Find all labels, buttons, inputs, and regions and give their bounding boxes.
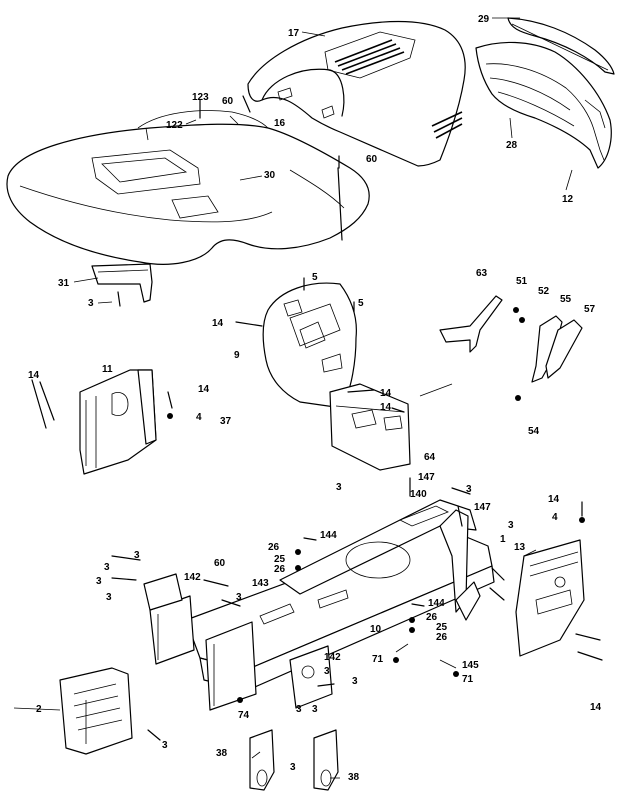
callout-122: 122 [166,120,183,131]
hitch-brackets-part [249,729,339,791]
bumper-part [507,17,615,75]
callout-12: 12 [562,194,574,205]
callout-64: 64 [424,452,436,463]
callout-147: 147 [474,502,491,513]
callout-147: 147 [418,472,435,483]
dash-panel-part [262,282,357,409]
callout-3: 3 [508,520,514,531]
callout-14: 14 [380,402,392,413]
callout-labels: 17 29 123 60 122 16 28 60 30 12 31 3 5 5… [28,14,602,783]
callout-142: 142 [184,572,201,583]
callout-3: 3 [88,298,94,309]
callout-60: 60 [222,96,234,107]
battery-bracket-part [329,383,411,471]
callout-9: 9 [234,350,240,361]
callout-14: 14 [380,388,392,399]
side-panel-left-part [79,369,157,475]
callout-57: 57 [584,304,596,315]
hood-part [247,20,466,167]
callout-143: 143 [252,578,269,589]
callout-14: 14 [212,318,224,329]
callout-37: 37 [220,416,232,427]
callout-51: 51 [516,276,528,287]
callout-14: 14 [28,370,40,381]
callout-4: 4 [196,412,202,423]
callout-5: 5 [312,272,318,283]
callout-3: 3 [312,704,318,715]
callout-17: 17 [288,28,300,39]
callout-25: 25 [436,622,448,633]
callout-3: 3 [134,550,140,561]
callout-31: 31 [58,278,70,289]
callout-123: 123 [192,92,209,103]
callout-145: 145 [462,660,479,671]
callout-3: 3 [336,482,342,493]
callout-3: 3 [236,592,242,603]
callout-14: 14 [548,494,560,505]
callout-60: 60 [366,154,378,165]
callout-3: 3 [296,704,302,715]
callout-144: 144 [428,598,445,609]
callout-60: 60 [214,558,226,569]
callout-26: 26 [436,632,448,643]
mount-bracket-part [91,263,153,303]
callout-3: 3 [162,740,168,751]
callout-3: 3 [290,762,296,773]
callout-3: 3 [106,592,112,603]
callout-3: 3 [96,576,102,587]
fasteners [31,95,603,741]
washers [167,307,585,703]
callout-74: 74 [238,710,250,721]
callout-26: 26 [426,612,438,623]
callout-25: 25 [274,554,286,565]
callout-140: 140 [410,489,427,500]
callout-52: 52 [538,286,550,297]
callout-144: 144 [320,530,337,541]
callout-1: 1 [500,534,506,545]
fender-part [6,110,370,265]
callout-4: 4 [552,512,558,523]
callout-3: 3 [466,484,472,495]
callout-54: 54 [528,426,540,437]
rear-plates-part [143,573,333,711]
side-brackets-part [439,295,583,383]
callout-29: 29 [478,14,490,25]
rear-plate-part [59,667,133,755]
leader-lines [13,17,573,779]
callout-71: 71 [462,674,474,685]
callout-71: 71 [372,654,384,665]
callout-28: 28 [506,140,518,151]
callout-38: 38 [216,748,228,759]
callout-13: 13 [514,542,526,553]
callout-63: 63 [476,268,488,279]
callout-3: 3 [104,562,110,573]
callout-3: 3 [324,666,330,677]
callout-55: 55 [560,294,572,305]
grille-part [475,41,612,169]
callout-26: 26 [268,542,280,553]
callout-3: 3 [352,676,358,687]
callout-11: 11 [102,364,113,375]
callout-26: 26 [274,564,286,575]
callout-16: 16 [274,118,286,129]
callout-10: 10 [370,624,382,635]
callout-14: 14 [590,702,602,713]
side-plate-right-part [515,539,585,657]
callout-30: 30 [264,170,276,181]
callout-38: 38 [348,772,360,783]
callout-2: 2 [36,704,42,715]
callout-14: 14 [198,384,210,395]
callout-5: 5 [358,298,364,309]
callout-142: 142 [324,652,341,663]
